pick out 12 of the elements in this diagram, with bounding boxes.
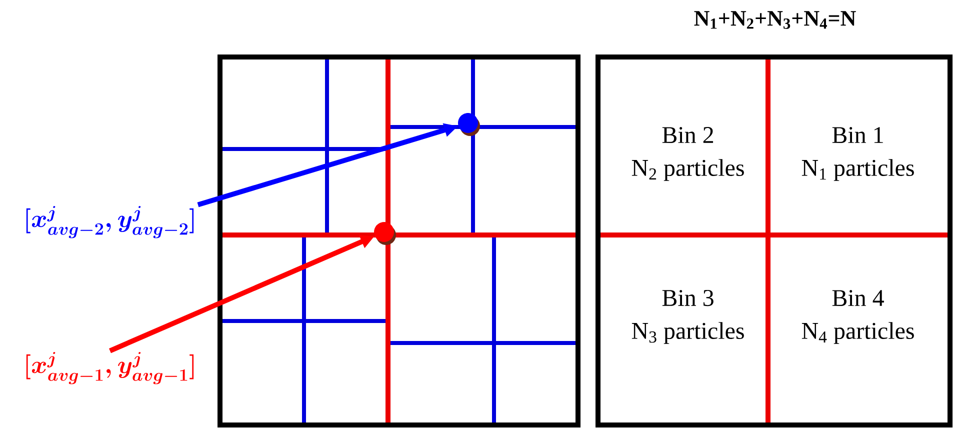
- title: N$_{1}$+N$_{2}$+N$_{3}$+N$_{4}$=N: [694, 11, 856, 29]
- bin-label: Bin 3: [662, 290, 714, 306]
- bin-label: N$_{4}$ particles: [802, 322, 914, 344]
- bin-label: N$_{2}$ particles: [632, 159, 744, 181]
- formula-label: $[x^{j}_{avg-1}, y^{j}_{avg-1}]$: [26, 352, 194, 384]
- dot: [374, 222, 396, 245]
- bin-label: Bin 2: [662, 127, 714, 143]
- bin-label: Bin 1: [832, 127, 883, 143]
- bin-label: N$_{3}$ particles: [632, 322, 744, 344]
- bin-label: N$_{1}$ particles: [802, 159, 914, 181]
- bin-label: Bin 4: [832, 290, 884, 306]
- formula-label: $[x^{j}_{avg-2}, y^{j}_{avg-2}]$: [26, 206, 194, 238]
